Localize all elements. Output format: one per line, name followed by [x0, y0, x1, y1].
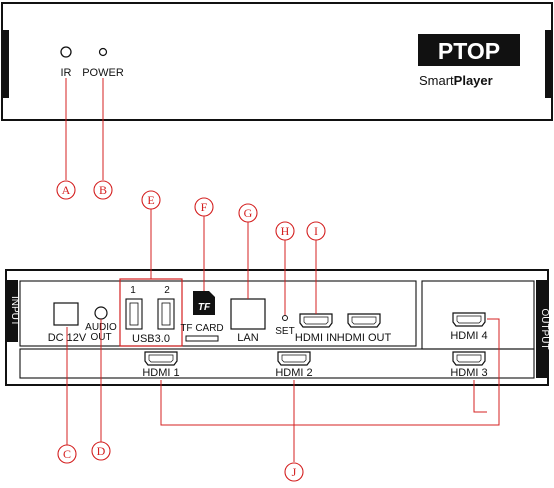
usb-label: USB3.0: [132, 333, 170, 345]
audio-out-jack: [94, 306, 108, 320]
hdmi-out-port: [347, 313, 381, 328]
front-panel: IR POWER PTOP SmartPlayer: [1, 2, 553, 121]
main-board-section: [19, 280, 417, 347]
callout-i: I: [306, 221, 326, 241]
ir-sensor: [60, 46, 72, 58]
output-label-bar: [536, 280, 548, 378]
callout-d: D: [91, 441, 111, 461]
callout-j-bracket-outer: [160, 318, 500, 426]
callout-b: B: [93, 180, 113, 200]
brand-name-bold: Player: [454, 73, 493, 88]
hdmi2-label: HDMI 2: [275, 367, 312, 379]
callout-h: H: [275, 221, 295, 241]
usb-port-1-inner: [129, 302, 139, 326]
ptop-logo-text: PTOP: [438, 38, 500, 64]
callout-j-bracket-inner: [473, 380, 487, 413]
callout-d-text: D: [97, 444, 106, 458]
callout-f-text: F: [201, 200, 208, 214]
callout-b-text: B: [99, 183, 107, 197]
callout-c-text: C: [63, 447, 71, 461]
input-label-bar: [6, 280, 18, 342]
callout-e-text: E: [147, 193, 154, 207]
dc-power-port: [53, 302, 79, 326]
usb-port1-number: 1: [130, 285, 136, 296]
hdmi4-label: HDMI 4: [450, 330, 487, 342]
power-led: [98, 47, 108, 57]
hdmi4-port: [452, 312, 486, 327]
ptop-logo-box: [418, 34, 520, 66]
callout-j-text: J: [292, 465, 297, 479]
hdmi1-label: HDMI 1: [142, 367, 179, 379]
hdmi-out-port-inner: [351, 316, 377, 325]
hdmi-in-port-inner: [303, 316, 329, 325]
front-right-handle: [545, 30, 552, 98]
callout-g-text: G: [244, 206, 253, 220]
usb-port-2-inner: [161, 302, 171, 326]
hdmi3-label: HDMI 3: [450, 367, 487, 379]
front-left-handle: [2, 30, 9, 98]
callout-i-text: I: [314, 224, 318, 238]
hdmi4-port-inner: [456, 315, 482, 324]
callout-c: C: [57, 444, 77, 464]
power-label: POWER: [82, 67, 124, 79]
output-label: OUTPUT: [539, 308, 550, 349]
set-label: SET: [275, 326, 294, 337]
callout-j: J: [284, 462, 304, 482]
callout-e: E: [141, 190, 161, 210]
hdmi2-port-inner: [281, 354, 307, 363]
callout-a: A: [56, 180, 76, 200]
lan-label: LAN: [237, 332, 258, 344]
set-button: [282, 315, 288, 321]
expansion-section: [19, 348, 535, 379]
input-label: INPUT: [9, 296, 20, 326]
lan-port: [230, 298, 266, 330]
usb-port-1: [125, 298, 143, 330]
hdmi1-port: [144, 351, 178, 366]
ir-label: IR: [61, 67, 72, 79]
rear-callout-lines: [66, 209, 500, 462]
hdmi-in-label: HDMI IN: [295, 332, 337, 344]
hdmi-out-label: HDMI OUT: [337, 332, 392, 344]
usb-port2-number: 2: [164, 285, 170, 296]
tf-card-label: TF CARD: [180, 323, 223, 334]
callout-a-text: A: [62, 183, 71, 197]
brand-name: SmartPlayer: [419, 73, 493, 88]
callout-f: F: [194, 197, 214, 217]
hdmi-in-port: [299, 313, 333, 328]
tf-card-icon: [193, 291, 215, 315]
hdmi3-port-inner: [456, 354, 482, 363]
tf-logo-text: TF: [198, 302, 211, 313]
rear-panel: INPUT OUTPUT DC 12V AUDIO OUT 1 2 USB3.0…: [5, 269, 550, 386]
brand-name-light: Smart: [419, 73, 454, 88]
callout-g: G: [238, 203, 258, 223]
usb-port-2: [157, 298, 175, 330]
callout-h-text: H: [281, 224, 290, 238]
hdmi1-port-inner: [148, 354, 174, 363]
hdmi3-port: [452, 351, 486, 366]
hdmi2-port: [277, 351, 311, 366]
tf-card-slot: [185, 335, 219, 342]
